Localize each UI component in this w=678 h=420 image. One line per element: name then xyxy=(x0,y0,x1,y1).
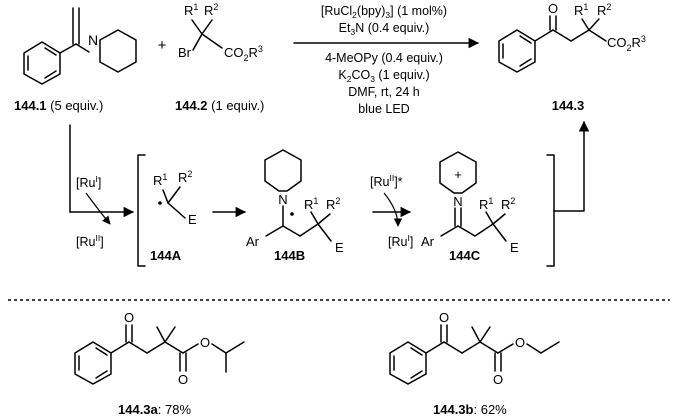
plus-sign: + xyxy=(158,37,167,54)
intermediate-144A: R1 R2 E 144A xyxy=(150,169,197,263)
svg-text:R1: R1 xyxy=(153,172,167,188)
label-144C: 144C xyxy=(449,248,481,263)
additive: 4-MeOPy (0.4 equiv.) xyxy=(325,51,443,65)
svg-text:E: E xyxy=(188,212,197,227)
svg-text:R1: R1 xyxy=(304,196,318,212)
vinyl-bond xyxy=(59,43,77,54)
svg-text:+: + xyxy=(454,167,462,182)
svg-text:R2: R2 xyxy=(597,2,611,18)
reaction-conditions: [RuCl2(bpy)3] (1 mol%) Et3N (0.4 equiv.)… xyxy=(293,4,480,116)
example-144-3a: O O O 144.3a: 78% xyxy=(74,310,245,417)
svg-text:R2: R2 xyxy=(178,169,192,185)
svg-text:E: E xyxy=(335,240,344,255)
ester-label: CO2R3 xyxy=(607,34,646,53)
piperidine-ring xyxy=(439,151,477,194)
svg-text:Ar: Ar xyxy=(246,234,260,249)
base-1: Et3N (0.4 equiv.) xyxy=(339,21,430,37)
svg-text:O: O xyxy=(178,372,188,387)
bromine-label: Br xyxy=(178,45,192,60)
label-144B: 144B xyxy=(274,248,305,263)
svg-text:R1: R1 xyxy=(184,2,198,18)
ester-label: CO2R3 xyxy=(224,44,263,63)
carbonyl-oxygen: O xyxy=(548,1,558,16)
benzene-ring xyxy=(74,341,112,385)
ru-ii-product: [RuII] xyxy=(76,233,104,249)
svg-text:R1: R1 xyxy=(479,196,493,212)
benzene-ring xyxy=(23,41,61,85)
intermediate-144B: N Ar R1 R2 E 144B xyxy=(246,149,344,263)
piperidine-ring xyxy=(264,149,302,192)
compound-label-144-1: 144.1 (5 equiv.) xyxy=(14,98,103,113)
svg-text:R2: R2 xyxy=(204,2,218,18)
arrow-to-product xyxy=(553,120,590,212)
example-label-144-3b: 144.3b: 62% xyxy=(433,402,507,417)
solvent: DMF, rt, 24 h xyxy=(348,85,420,99)
base-2: K2CO3 (1 equiv.) xyxy=(338,68,429,84)
svg-text:R2: R2 xyxy=(501,196,515,212)
left-bracket xyxy=(137,154,146,267)
catalyst: [RuCl2(bpy)3] (1 mol%) xyxy=(321,4,447,20)
light-source: blue LED xyxy=(358,102,409,116)
ru-curved-arrow xyxy=(383,192,403,227)
radical-dot xyxy=(290,212,294,216)
example-144-3b: O O O 144.3b: 62% xyxy=(389,310,560,417)
right-bracket xyxy=(546,154,555,267)
compound-144-1: N 144.1 (5 equiv.) xyxy=(14,7,137,113)
svg-text:E: E xyxy=(510,240,519,255)
svg-text:Ar: Ar xyxy=(421,234,435,249)
compound-label-144-2: 144.2 (1 equiv.) xyxy=(175,98,264,113)
example-label-144-3a: 144.3a: 78% xyxy=(118,402,191,417)
svg-text:O: O xyxy=(124,310,134,325)
svg-text:O: O xyxy=(200,335,210,350)
compound-144-3: O R1 R2 CO2R3 144.3 xyxy=(498,1,646,113)
intermediate-144C: + N Ar R1 R2 E 144C xyxy=(421,151,519,263)
ru-curved-arrow xyxy=(85,192,111,225)
svg-text:N: N xyxy=(453,194,462,209)
ru-i-reagent: [RuI] xyxy=(76,174,101,190)
ru-ii-excited-reagent: [RuII]* xyxy=(370,173,403,189)
ru-i-product: [RuI] xyxy=(388,233,413,249)
compound-144-2: R1 R2 Br CO2R3 144.2 (1 equiv.) xyxy=(175,2,264,113)
svg-text:O: O xyxy=(439,310,449,325)
label-144A: 144A xyxy=(150,248,182,263)
compound-label-144-3: 144.3 xyxy=(552,98,585,113)
nitrogen-label: N xyxy=(88,32,98,48)
svg-text:R1: R1 xyxy=(574,2,588,18)
svg-text:N: N xyxy=(278,192,287,207)
svg-text:O: O xyxy=(515,335,525,350)
benzene-ring xyxy=(389,341,427,385)
svg-text:R2: R2 xyxy=(326,196,340,212)
benzene-ring xyxy=(498,29,536,73)
piperidine-ring xyxy=(99,29,137,73)
radical-dot xyxy=(158,201,162,205)
svg-text:O: O xyxy=(493,372,503,387)
